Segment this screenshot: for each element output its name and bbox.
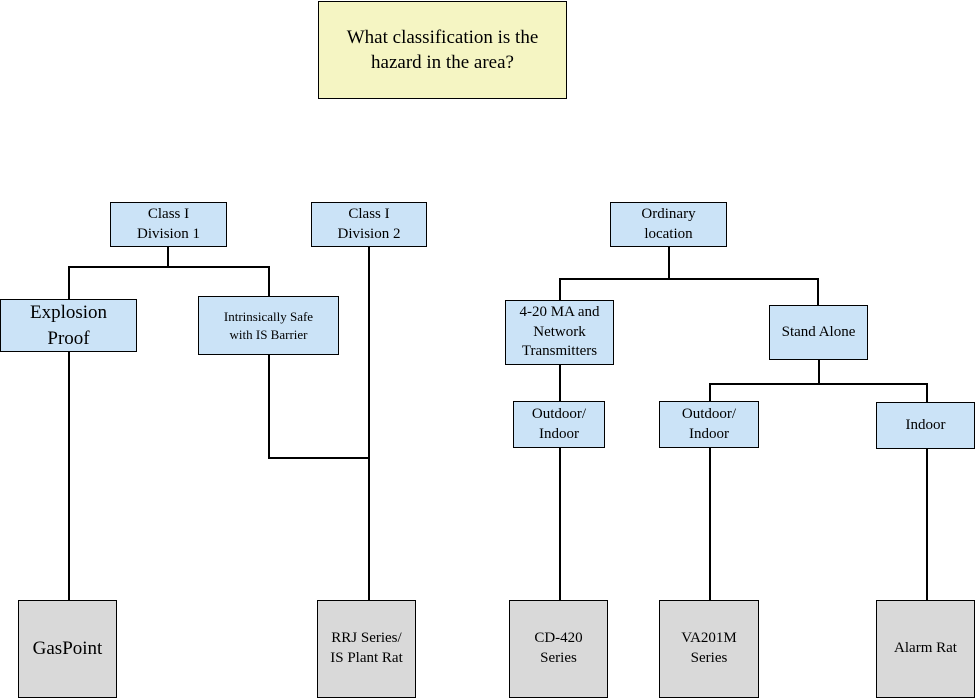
node-intrinsically-safe: Intrinsically Safe with IS Barrier: [198, 296, 339, 355]
connector-line: [818, 360, 820, 383]
connector-line: [68, 352, 70, 600]
product-cd420-series: CD-420 Series: [509, 600, 608, 698]
product-gaspoint: GasPoint: [18, 600, 117, 698]
node-outdoor-indoor-2: Outdoor/ Indoor: [659, 401, 759, 448]
connector-line: [268, 355, 270, 458]
node-420ma-network-transmitters: 4-20 MA and Network Transmitters: [505, 300, 614, 365]
product-va201m-series: VA201M Series: [659, 600, 759, 698]
node-class1-division2: Class I Division 2: [311, 202, 427, 247]
connector-line: [926, 449, 928, 600]
node-ordinary-location: Ordinary location: [610, 202, 727, 247]
connector-line: [167, 247, 169, 266]
connector-line: [668, 247, 670, 278]
connector-line: [926, 383, 928, 402]
connector-line: [559, 448, 561, 600]
connector-line: [709, 448, 711, 600]
connector-line: [817, 278, 819, 305]
connector-line: [559, 278, 818, 280]
connector-line: [68, 266, 269, 268]
product-alarm-rat: Alarm Rat: [876, 600, 975, 698]
connector-line: [368, 247, 370, 600]
connector-line: [559, 365, 561, 401]
connector-line: [709, 383, 927, 385]
node-outdoor-indoor-1: Outdoor/ Indoor: [513, 401, 605, 448]
connector-line: [709, 383, 711, 401]
connector-line: [268, 457, 369, 459]
question-box: What classification is the hazard in the…: [318, 1, 567, 99]
node-stand-alone: Stand Alone: [769, 305, 868, 360]
product-rrj-series: RRJ Series/ IS Plant Rat: [317, 600, 416, 698]
node-class1-division1: Class I Division 1: [110, 202, 227, 247]
connector-line: [559, 278, 561, 300]
connector-line: [68, 266, 70, 299]
connector-line: [268, 266, 270, 296]
node-explosion-proof: Explosion Proof: [0, 299, 137, 352]
node-indoor: Indoor: [876, 402, 975, 449]
